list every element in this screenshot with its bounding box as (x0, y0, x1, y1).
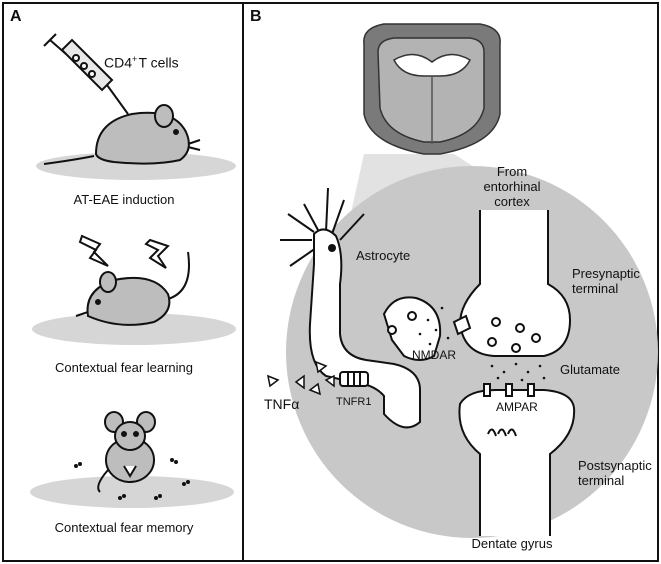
postsynaptic-label: Postsynaptic terminal (578, 458, 652, 488)
step-learning-label: Contextual fear learning (54, 360, 194, 375)
panel-b-letter: B (250, 8, 262, 25)
tnf-alpha-label: TNFα (264, 396, 300, 412)
ampar-label: AMPAR (496, 400, 538, 414)
panel-a: A (2, 2, 244, 562)
panel-b-illustration (266, 23, 658, 538)
panel-a-letter: A (10, 8, 22, 25)
glutamate-label: Glutamate (560, 362, 620, 377)
source-label: From entorhinal cortex (483, 164, 541, 209)
panel-b: B (244, 2, 659, 562)
dentate-gyrus-region (286, 166, 658, 538)
ground-shadow-1 (36, 152, 236, 180)
nmdar-label: NMDAR (412, 348, 456, 362)
injection-label: CD4+ T cells (104, 54, 179, 71)
presynaptic-label: Presynaptic terminal (572, 266, 640, 296)
astrocyte-cell (280, 187, 442, 429)
astrocyte-label: Astrocyte (356, 248, 411, 263)
lightning-icon (78, 234, 170, 269)
ampar-receptor-icon (483, 383, 535, 397)
dentate-gyrus-label: Dentate gyrus (471, 536, 553, 551)
panel-a-illustration (30, 33, 236, 508)
syringe-icon (43, 33, 129, 115)
mouse-icon-memory (97, 411, 156, 493)
mouse-icon-learning (75, 251, 190, 326)
tnf-alpha-molecules (266, 360, 335, 396)
brain-section-icon (363, 23, 501, 155)
mouse-icon-induction (43, 104, 201, 165)
footprint-marks (74, 458, 190, 500)
tnfr1-label: TNFR1 (336, 396, 372, 408)
ground-shadow-2 (32, 313, 236, 345)
postsynaptic-terminal (458, 389, 576, 536)
presynaptic-terminal (458, 210, 572, 357)
step-memory-label: Contextual fear memory (54, 520, 194, 535)
step-induction-label: AT-EAE induction (73, 192, 175, 207)
nmdar-receptor-icon (452, 314, 472, 336)
glutamate-molecules (418, 306, 546, 382)
tnfr1-receptor-icon (339, 371, 369, 387)
